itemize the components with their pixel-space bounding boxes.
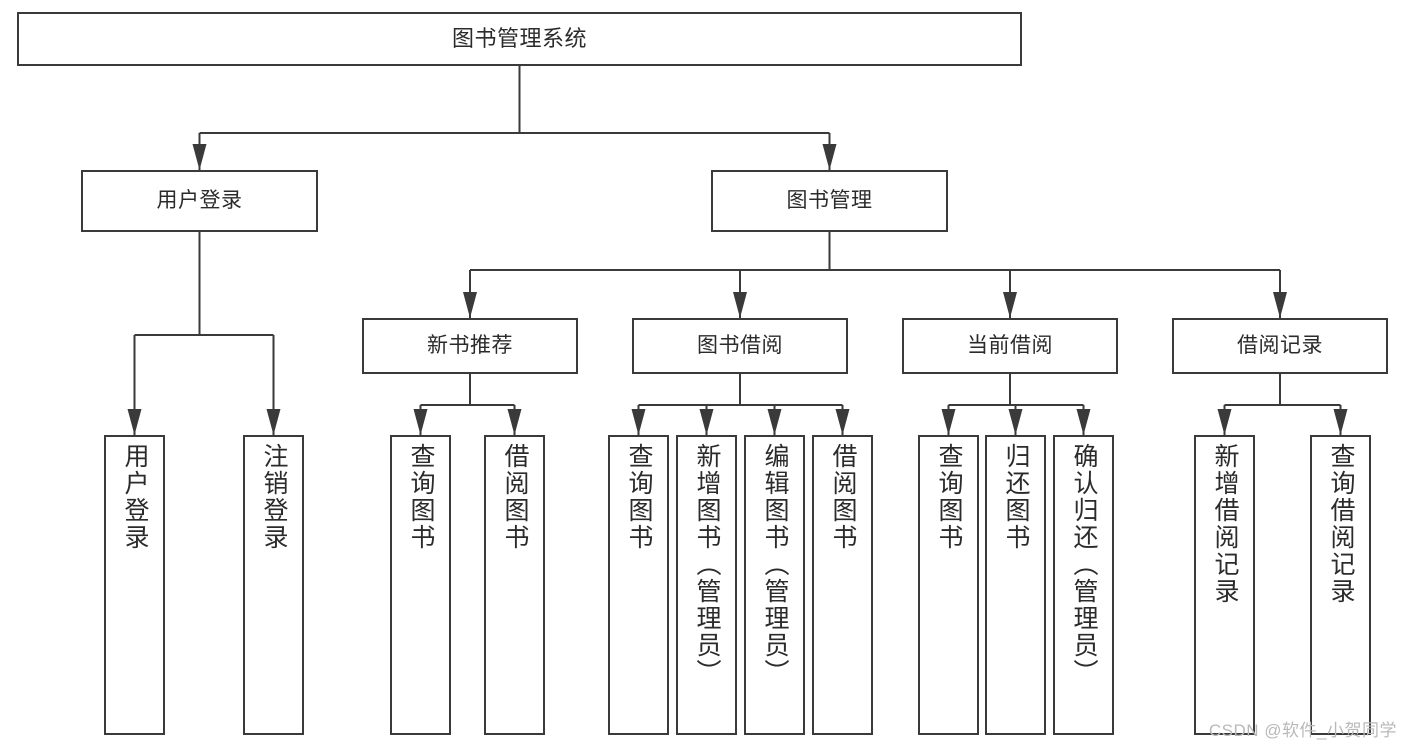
node-leaf-10[interactable]: 归还图书 <box>985 435 1046 735</box>
arrowhead-icon <box>767 409 782 435</box>
arrowhead-icon <box>822 144 837 170</box>
node-label: 借阅图书 <box>501 443 529 551</box>
node-label: 新书推荐 <box>427 333 513 357</box>
node-label: 图书管理 <box>786 188 873 212</box>
node-label: 图书管理系统 <box>451 26 587 52</box>
node-label: 用户登录 <box>156 188 243 212</box>
node-label: 查询图书 <box>407 443 435 551</box>
node-label: 用户登录 <box>121 443 149 551</box>
node-current[interactable]: 当前借阅 <box>902 318 1118 374</box>
arrowhead-icon <box>941 409 956 435</box>
arrowhead-icon <box>507 409 522 435</box>
node-leaf-11[interactable]: 确认归还（管理员） <box>1053 435 1114 735</box>
node-label: 查询借阅记录 <box>1327 443 1355 605</box>
node-label: 注销登录 <box>260 443 288 551</box>
node-bookmgmt[interactable]: 图书管理 <box>711 170 948 232</box>
node-leaf-5[interactable]: 查询图书 <box>608 435 669 735</box>
node-label: 确认归还（管理员） <box>1070 443 1098 686</box>
node-label: 借阅图书 <box>829 443 857 551</box>
node-label: 新增借阅记录 <box>1211 443 1239 605</box>
arrowhead-icon <box>1008 409 1023 435</box>
arrowhead-icon <box>413 409 428 435</box>
node-leaf-1[interactable]: 用户登录 <box>104 435 165 735</box>
arrowhead-icon <box>1217 409 1232 435</box>
arrowhead-icon <box>463 292 477 318</box>
arrowhead-icon <box>266 409 281 435</box>
node-login[interactable]: 用户登录 <box>81 170 318 232</box>
node-label: 新增图书（管理员） <box>693 443 721 686</box>
node-label: 编辑图书（管理员） <box>761 443 789 686</box>
node-leaf-12[interactable]: 新增借阅记录 <box>1194 435 1255 735</box>
node-leaf-2[interactable]: 注销登录 <box>243 435 304 735</box>
arrowhead-icon <box>835 409 850 435</box>
node-label: 借阅记录 <box>1237 333 1323 357</box>
node-borrow[interactable]: 图书借阅 <box>632 318 848 374</box>
node-label: 图书借阅 <box>697 333 783 357</box>
arrowhead-icon <box>1333 409 1348 435</box>
arrowhead-icon <box>127 409 142 435</box>
node-leaf-9[interactable]: 查询图书 <box>918 435 979 735</box>
arrowhead-icon <box>733 292 747 318</box>
node-leaf-13[interactable]: 查询借阅记录 <box>1310 435 1371 735</box>
node-leaf-3[interactable]: 查询图书 <box>390 435 451 735</box>
arrowhead-icon <box>192 144 207 170</box>
node-newbook[interactable]: 新书推荐 <box>362 318 578 374</box>
node-label: 查询图书 <box>935 443 963 551</box>
arrowhead-icon <box>699 409 714 435</box>
arrowhead-icon <box>1076 409 1091 435</box>
arrowhead-icon <box>631 409 646 435</box>
node-root[interactable]: 图书管理系统 <box>17 12 1022 66</box>
arrowhead-icon <box>1003 292 1017 318</box>
arrowhead-icon <box>1273 292 1287 318</box>
node-leaf-6[interactable]: 新增图书（管理员） <box>676 435 737 735</box>
node-label: 查询图书 <box>625 443 653 551</box>
node-leaf-7[interactable]: 编辑图书（管理员） <box>744 435 805 735</box>
node-records[interactable]: 借阅记录 <box>1172 318 1388 374</box>
node-leaf-8[interactable]: 借阅图书 <box>812 435 873 735</box>
node-label: 归还图书 <box>1002 443 1030 551</box>
node-label: 当前借阅 <box>967 333 1053 357</box>
node-leaf-4[interactable]: 借阅图书 <box>484 435 545 735</box>
